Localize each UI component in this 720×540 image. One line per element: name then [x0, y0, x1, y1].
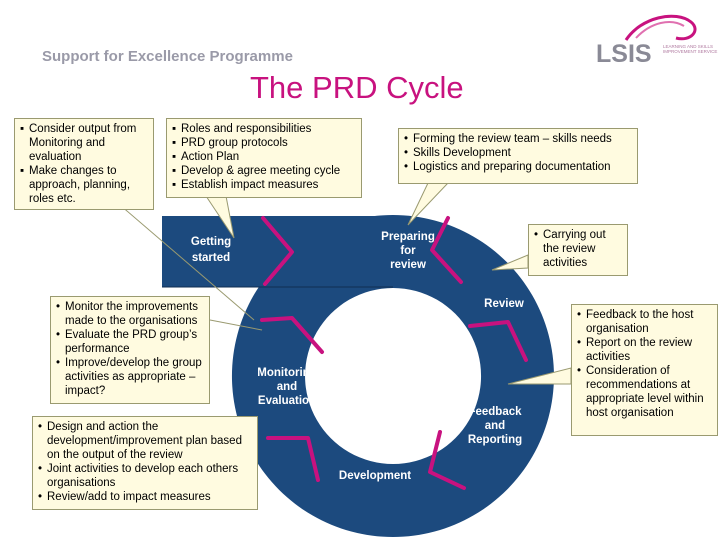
note-design: Design and action the development/improv… [32, 416, 258, 510]
logo-swirl-icon [624, 14, 697, 41]
list-item: Logistics and preparing documentation [403, 160, 633, 174]
programme-title: Support for Excellence Programme [42, 48, 293, 65]
stage-development: Development [338, 470, 412, 482]
list-item: Feedback to the host organisation [576, 308, 713, 336]
list-item: Consideration of recommendations at appr… [576, 364, 713, 420]
list-item: Establish impact measures [171, 178, 357, 192]
note-consider-output: Consider output from Monitoring and eval… [14, 118, 154, 210]
list-item: Review/add to impact measures [37, 490, 253, 504]
list-item: Evaluate the PRD group’s performance [55, 328, 205, 356]
arrow-divider-review [468, 320, 528, 362]
list-item: Carrying out the review activities [533, 228, 623, 270]
list-item: Design and action the development/improv… [37, 420, 253, 462]
arrow-divider-development [266, 436, 320, 482]
getting-started-band [162, 216, 393, 287]
list-item: Action Plan [171, 150, 357, 164]
list-item: Make changes to approach, planning, role… [19, 164, 149, 206]
pointer-monitor [209, 319, 263, 331]
lsis-logo: LSIS LEARNING AND SKILLS IMPROVEMENT SER… [596, 12, 720, 72]
list-item: Roles and responsibilities [171, 122, 357, 136]
note-roles: Roles and responsibilities PRD group pro… [166, 118, 362, 198]
list-item: Monitor the improvements made to the org… [55, 300, 205, 328]
list-item: Joint activities to develop each others … [37, 462, 253, 490]
pointer-consider [119, 204, 255, 321]
list-item: Forming the review team – skills needs [403, 132, 633, 146]
list-item: Develop & agree meeting cycle [171, 164, 357, 178]
logo-subtitle: LEARNING AND SKILLS IMPROVEMENT SERVICE [663, 44, 718, 54]
list-item: Report on the review activities [576, 336, 713, 364]
list-item: Improve/develop the group activities as … [55, 356, 205, 398]
list-item: Consider output from Monitoring and eval… [19, 122, 149, 164]
arrow-divider-feedback [428, 430, 466, 490]
list-item: Skills Development [403, 146, 633, 160]
arrow-divider-monitoring [260, 316, 324, 354]
note-monitor: Monitor the improvements made to the org… [50, 296, 210, 404]
note-carrying-out: Carrying out the review activities [528, 224, 628, 276]
list-item: PRD group protocols [171, 136, 357, 150]
note-feedback: Feedback to the host organisation Report… [571, 304, 718, 436]
arrow-divider-started [261, 216, 294, 286]
note-forming: Forming the review team – skills needs S… [398, 128, 638, 184]
logo-text: LSIS [596, 40, 652, 68]
page-title: The PRD Cycle [250, 70, 464, 105]
stage-review: Review [484, 298, 524, 310]
arrow-divider-preparing [430, 216, 463, 284]
pointer-forming [407, 182, 450, 226]
